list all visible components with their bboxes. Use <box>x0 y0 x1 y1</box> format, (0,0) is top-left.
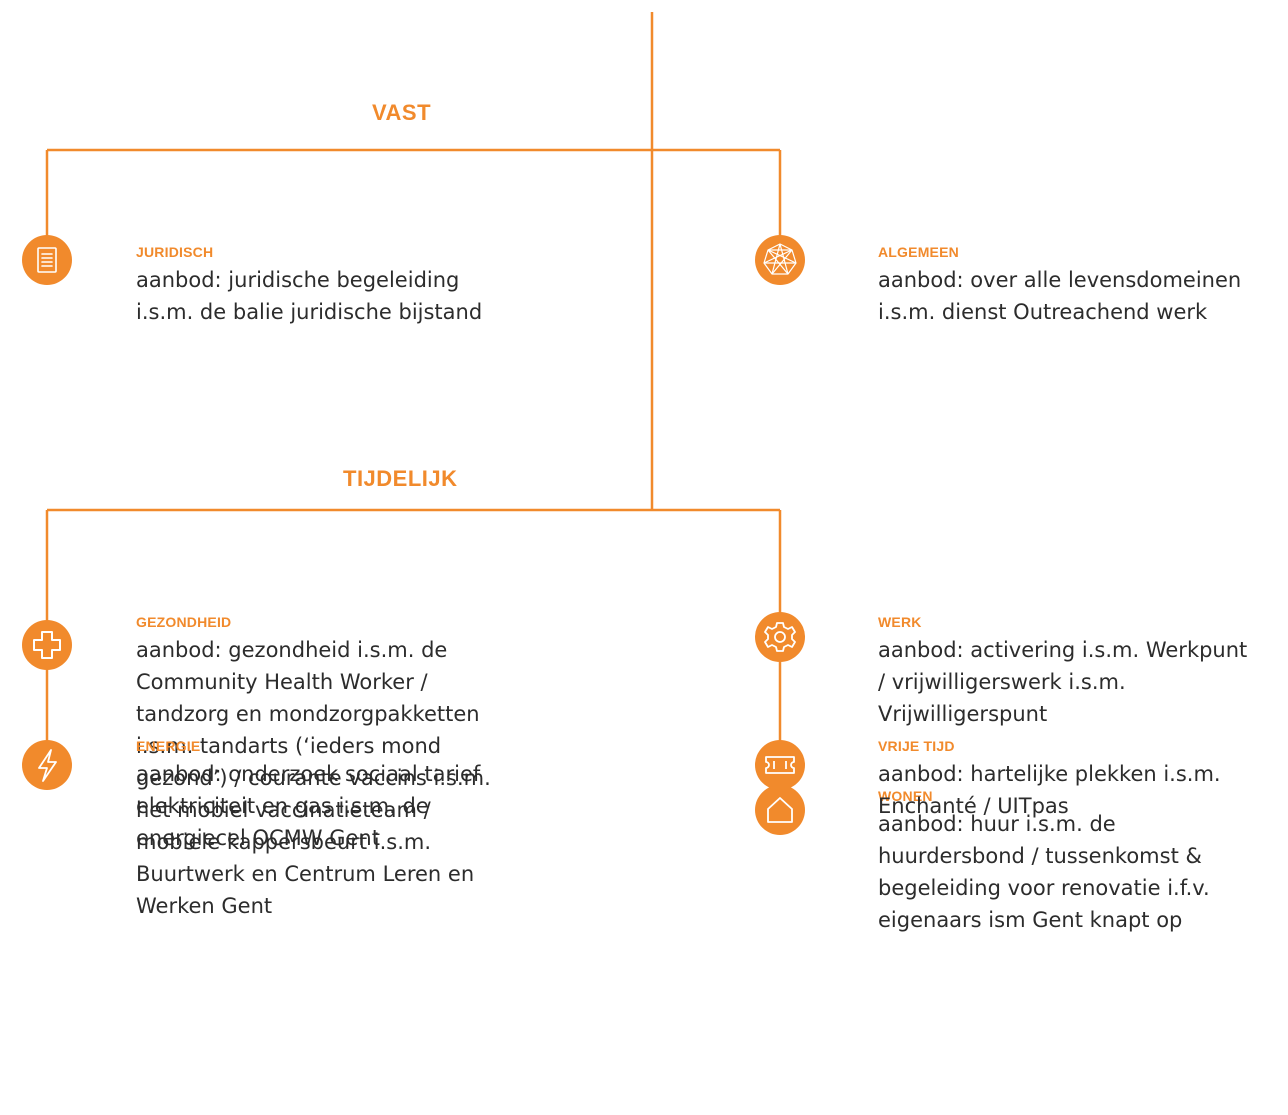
lightning-icon <box>22 740 72 790</box>
item-label: WERK <box>878 614 922 630</box>
item-algemeen: ALGEMEEN aanbod: over alle levensdomeine… <box>878 244 1288 328</box>
item-energie: ENERGIE aanbod: onderzoek sociaal tarief… <box>136 738 636 854</box>
item-juridisch: JURIDISCH aanbod: juridische begeleiding… <box>136 244 636 328</box>
house-icon <box>755 785 805 835</box>
item-label: WONEN <box>878 788 933 804</box>
document-icon <box>22 235 72 285</box>
item-description: aanbod: activering i.s.m. Werkpunt / vri… <box>878 638 1248 726</box>
item-description: aanbod: juridische begeleiding i.s.m. de… <box>136 268 483 324</box>
ticket-icon <box>755 740 805 790</box>
item-werk: WERK aanbod: activering i.s.m. Werkpunt … <box>878 614 1288 730</box>
section-title-tijdelijk: TIJDELIJK <box>343 466 458 491</box>
item-vrije-tijd: VRIJE TIJD aanbod: hartelijke plekken i.… <box>878 738 1288 822</box>
item-label: ENERGIE <box>136 738 201 754</box>
item-gezondheid: GEZONDHEID aanbod: gezondheid i.s.m. de … <box>136 614 636 922</box>
item-description: aanbod: onderzoek sociaal tarief elektri… <box>136 762 481 850</box>
item-label: VRIJE TIJD <box>878 738 955 754</box>
item-description: aanbod: gezondheid i.s.m. de Community H… <box>136 638 491 918</box>
item-label: JURIDISCH <box>136 244 214 260</box>
gear-icon <box>755 612 805 662</box>
item-description: aanbod: huur i.s.m. de huurdersbond / tu… <box>878 812 1210 932</box>
section-title-vast: VAST <box>372 100 432 125</box>
item-wonen: WONEN aanbod: huur i.s.m. de huurdersbon… <box>878 788 1288 936</box>
network-icon <box>755 235 805 285</box>
item-label: GEZONDHEID <box>136 614 232 630</box>
medical-cross-icon <box>22 620 72 670</box>
item-description: aanbod: hartelijke plekken i.s.m. Enchan… <box>878 762 1221 818</box>
item-label: ALGEMEEN <box>878 244 959 260</box>
item-description: aanbod: over alle levensdomeinen i.s.m. … <box>878 268 1242 324</box>
